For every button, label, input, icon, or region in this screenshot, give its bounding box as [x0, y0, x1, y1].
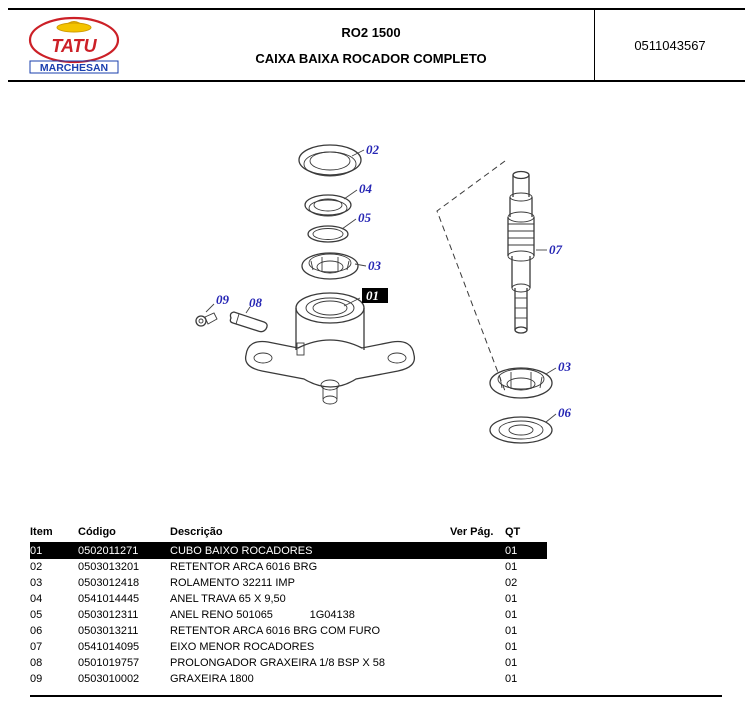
cell-item: 01	[30, 545, 43, 557]
part-hub-01	[244, 292, 416, 405]
logo-sub-text: MARCHESAN	[40, 62, 108, 74]
part-cover-02	[298, 144, 362, 177]
brand-logo: TATU MARCHESAN	[8, 10, 148, 80]
table-row: 09 0503010002 GRAXEIRA 1800 01	[30, 671, 547, 687]
cell-qt: 01	[505, 657, 518, 669]
part-retainer-04	[304, 194, 352, 217]
part-shaft-07	[507, 170, 535, 334]
cell-ver-pag	[450, 609, 505, 621]
part-extension-08	[229, 311, 268, 333]
table-bottom-rule	[30, 695, 722, 697]
table-row: 02 0503013201 RETENTOR ARCA 6016 BRG 01	[30, 559, 547, 575]
cell-item: 03	[30, 577, 43, 589]
cell-item: 07	[30, 641, 43, 653]
cell-descricao: EIXO MENOR ROCADORES	[170, 641, 315, 653]
diagram-svg: 02 04 05	[195, 142, 572, 444]
table-row: 05 0503012311 ANEL RENO 501065 1G04138 0…	[30, 607, 547, 623]
col-header-qt: QT	[505, 526, 521, 538]
table-row: 07 0541014095 EIXO MENOR ROCADORES 01	[30, 639, 547, 655]
cell-codigo: 0503013211	[78, 625, 139, 637]
callout-01-highlight: 01	[362, 288, 388, 303]
cell-qt: 01	[505, 673, 518, 685]
cell-codigo: 0502011271	[78, 545, 139, 557]
callout-03-right: 03	[558, 359, 572, 374]
col-header-codigo: Código	[78, 526, 116, 538]
page-title: CAIXA BAIXA ROCADOR COMPLETO	[255, 51, 487, 66]
callout-08: 08	[249, 295, 263, 310]
cell-descricao: ANEL TRAVA 65 X 9,50	[170, 593, 286, 605]
callout-05: 05	[358, 210, 372, 225]
callout-04: 04	[359, 181, 373, 196]
cell-item: 09	[30, 673, 43, 685]
col-header-item: Item	[30, 526, 53, 538]
cell-descricao: PROLONGADOR GRAXEIRA 1/8 BSP X 58	[170, 657, 385, 669]
cell-descricao: ROLAMENTO 32211 IMP	[170, 577, 295, 589]
catalog-code: 0511043567	[634, 37, 706, 53]
cell-qt: 01	[505, 609, 518, 621]
cell-item: 05	[30, 609, 43, 621]
cell-qt: 01	[505, 561, 518, 573]
cell-descricao: RETENTOR ARCA 6016 BRG	[170, 561, 318, 573]
logo-brand-text: TATU	[51, 36, 97, 56]
cell-ver-pag	[450, 657, 505, 669]
table-row: 08 0501019757 PROLONGADOR GRAXEIRA 1/8 B…	[30, 655, 547, 671]
cell-codigo: 0501019757	[78, 657, 140, 669]
callout-02: 02	[366, 142, 380, 157]
cell-ver-pag	[450, 625, 505, 637]
exploded-diagram: 02 04 05	[0, 88, 751, 513]
cell-qt: 01	[505, 593, 518, 605]
catalog-code-box: 0511043567	[594, 10, 745, 80]
callout-01: 01	[366, 288, 379, 303]
callout-06: 06	[558, 405, 572, 420]
table-row: 04 0541014445 ANEL TRAVA 65 X 9,50 01	[30, 591, 547, 607]
header-titles: RO2 1500 CAIXA BAIXA ROCADOR COMPLETO	[148, 10, 594, 80]
cell-codigo: 0503013201	[78, 561, 140, 573]
cell-item: 08	[30, 657, 43, 669]
model-title: RO2 1500	[341, 25, 401, 40]
parts-table: Item Código Descrição Ver Pág. QT 01 050…	[30, 523, 722, 697]
tatu-logo-graphic: TATU MARCHESAN	[28, 16, 120, 74]
callout-09: 09	[216, 292, 230, 307]
cell-ver-pag	[450, 545, 505, 557]
cell-item: 04	[30, 593, 43, 605]
part-bearing-03-right	[489, 367, 553, 399]
callout-07: 07	[549, 242, 563, 257]
part-snapring-05	[307, 225, 349, 243]
cell-ver-pag	[450, 593, 505, 605]
cell-descricao: RETENTOR ARCA 6016 BRG COM FURO	[170, 625, 381, 637]
cell-ver-pag	[450, 673, 505, 685]
table-row: 03 0503012418 ROLAMENTO 32211 IMP 02	[30, 575, 547, 591]
part-retainer-06	[489, 416, 553, 444]
part-grease-fitting-09	[195, 312, 218, 327]
cell-ver-pag	[450, 641, 505, 653]
table-row: 06 0503013211 RETENTOR ARCA 6016 BRG COM…	[30, 623, 547, 639]
table-header-row: Item Código Descrição Ver Pág. QT	[30, 523, 547, 543]
cell-qt: 01	[505, 545, 518, 557]
cell-ver-pag	[450, 577, 505, 589]
part-bearing-03-top	[301, 252, 359, 280]
cell-codigo: 0503012418	[78, 577, 140, 589]
cell-ver-pag	[450, 561, 505, 573]
cell-descricao: GRAXEIRA 1800	[170, 673, 254, 685]
cell-qt: 01	[505, 641, 518, 653]
cell-codigo: 0503012311	[78, 609, 139, 621]
col-header-ver-pag: Ver Pág.	[450, 526, 494, 538]
cell-item: 02	[30, 561, 43, 573]
col-header-descricao: Descrição	[170, 526, 223, 538]
cell-descricao: CUBO BAIXO ROCADORES	[170, 545, 313, 557]
table-row: 01 0502011271 CUBO BAIXO ROCADORES 01	[30, 543, 547, 559]
cell-item: 06	[30, 625, 43, 637]
page-header: TATU MARCHESAN RO2 1500 CAIXA BAIXA ROCA…	[8, 8, 745, 82]
cell-codigo: 0541014095	[78, 641, 140, 653]
assembly-guide-lines	[436, 160, 506, 392]
cell-codigo: 0503010002	[78, 673, 140, 685]
hat-icon	[56, 21, 92, 33]
cell-qt: 01	[505, 625, 518, 637]
callout-03-top: 03	[368, 258, 382, 273]
cell-codigo: 0541014445	[78, 593, 140, 605]
cell-descricao: ANEL RENO 501065 1G04138	[170, 609, 355, 621]
cell-qt: 02	[505, 577, 518, 589]
